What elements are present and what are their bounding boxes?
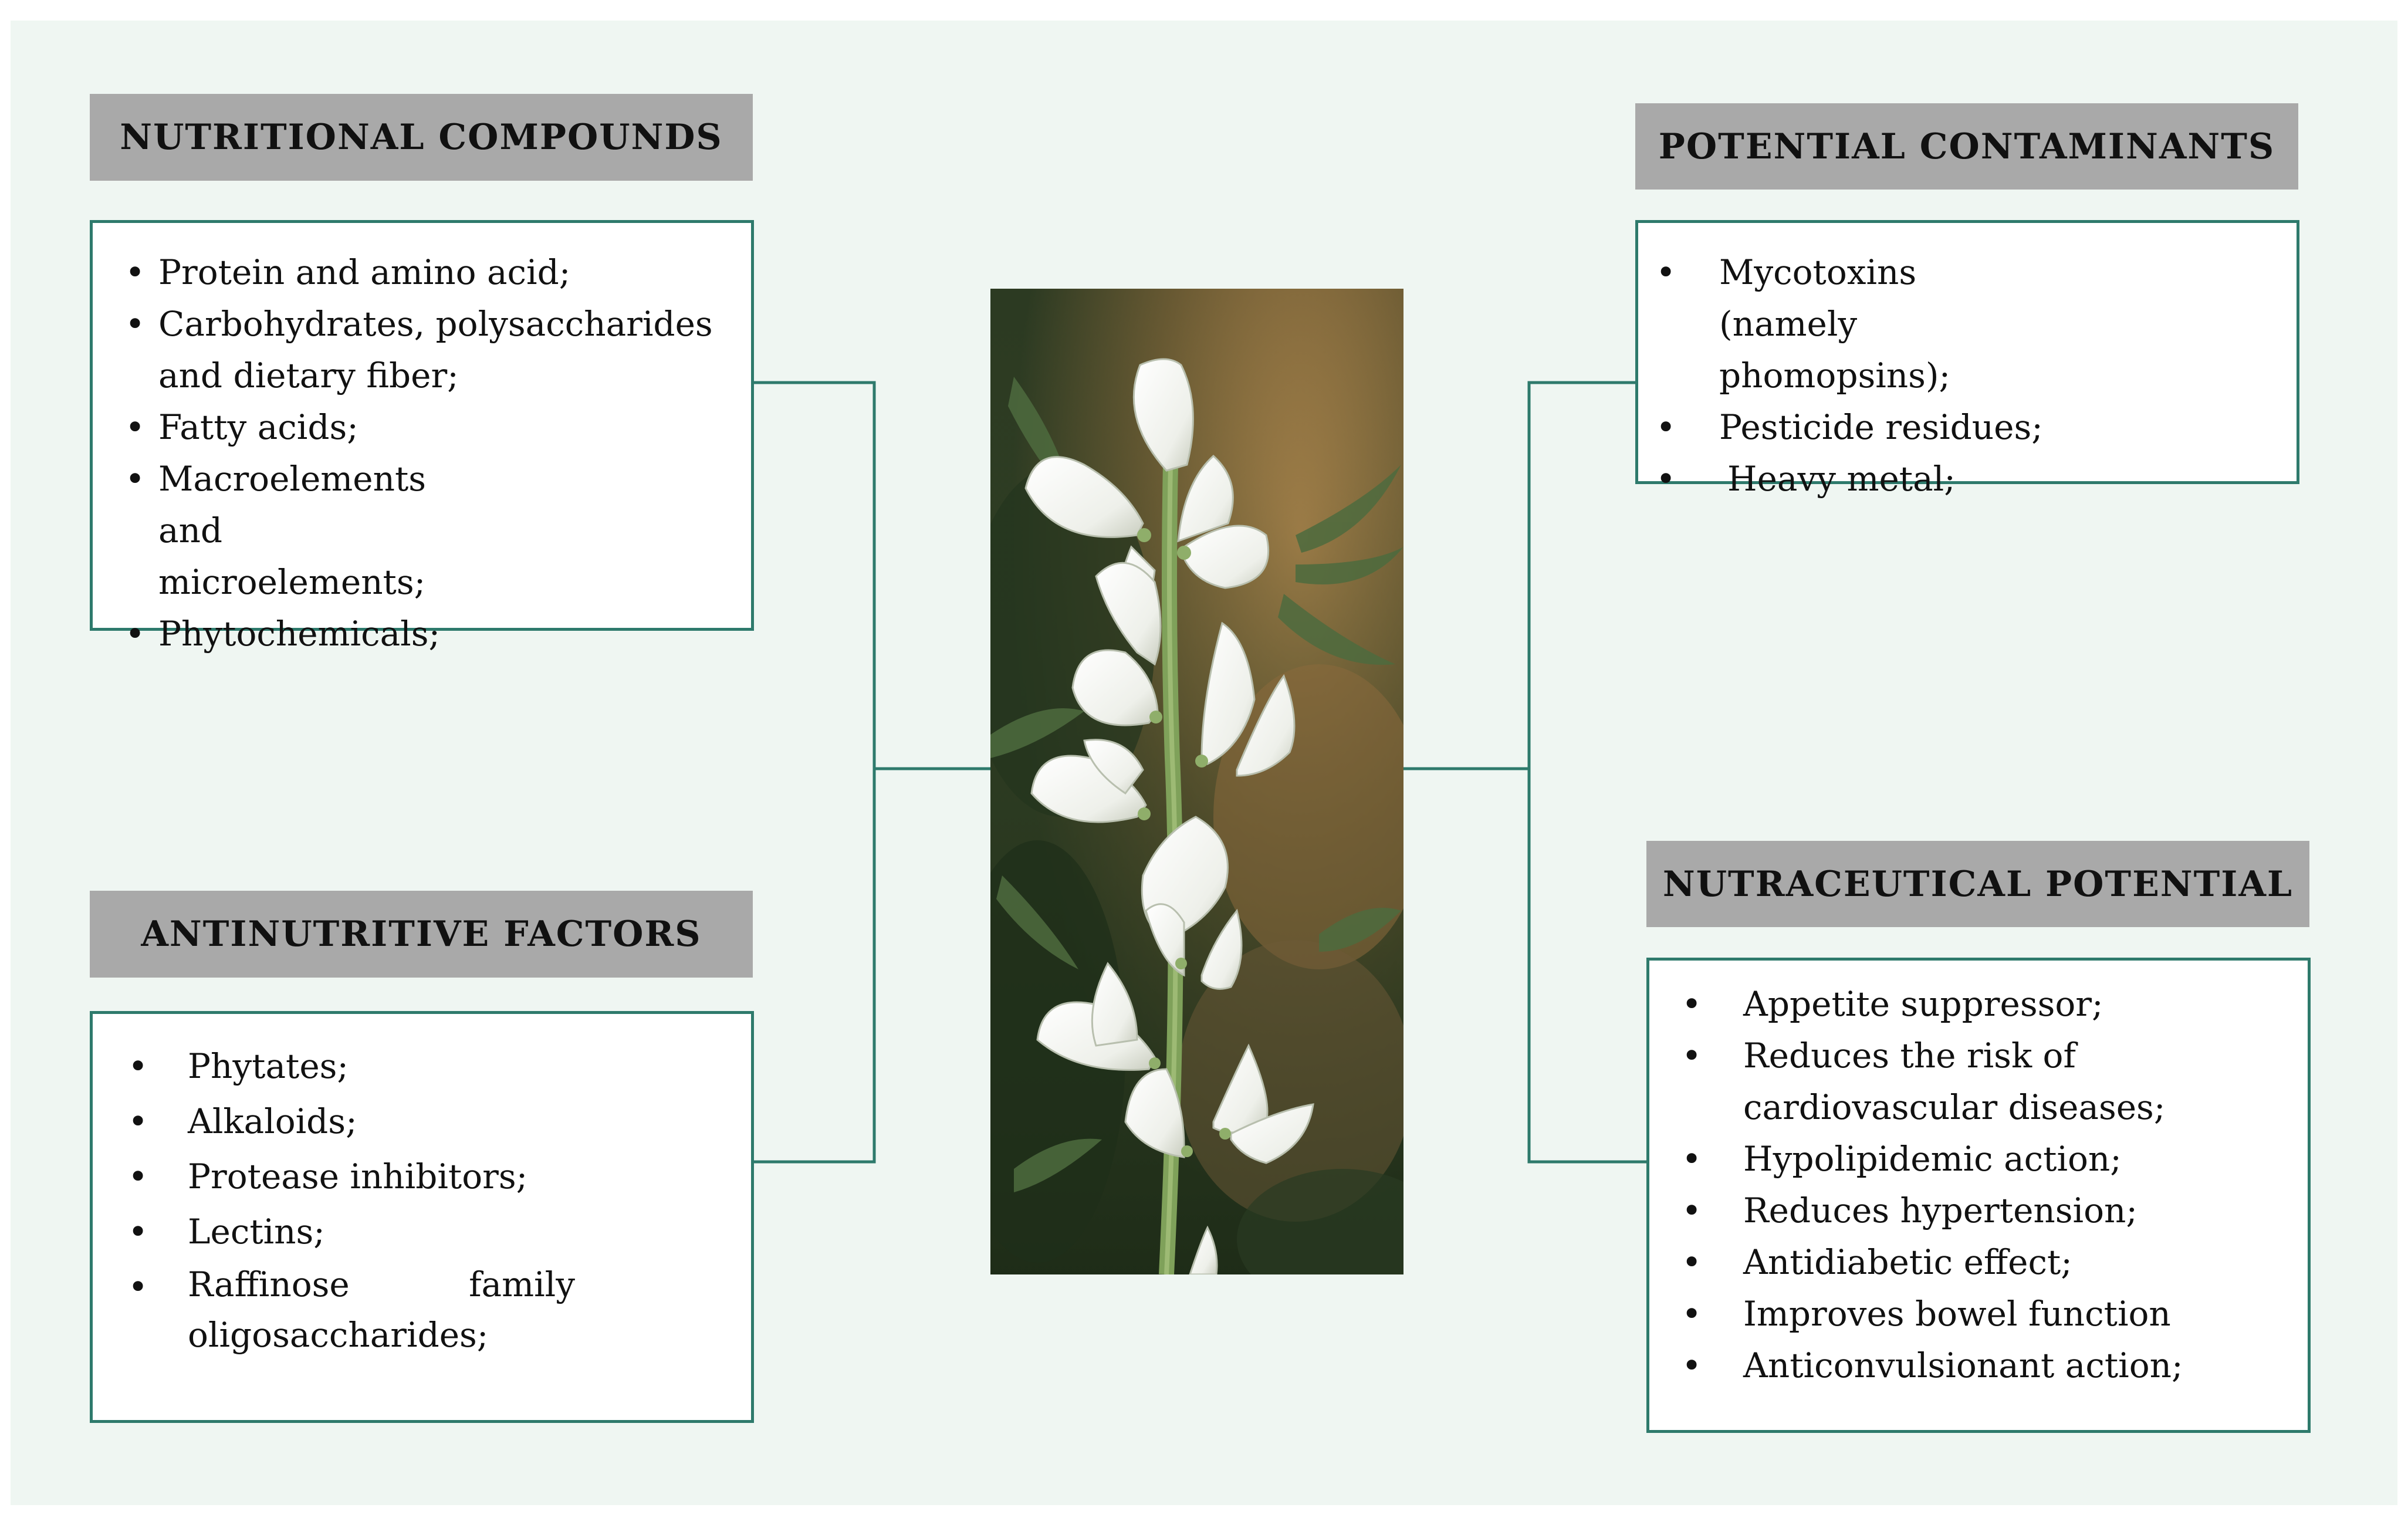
list-item: • Mycotoxins (namely phomopsins); — [1656, 246, 2024, 401]
nutritional-compounds-header: NUTRITIONAL COMPOUNDS — [90, 94, 753, 181]
bullet-dot-icon: • — [1656, 252, 1676, 292]
list-item: • Macroelements and microelements; — [125, 453, 499, 608]
nutraceutical-potential-list: • Appetite suppressor; • Reduces the ris… — [1682, 978, 2292, 1391]
list-item: • Reduces the risk of cardiovascular dis… — [1682, 1030, 2166, 1133]
antinutritive-factors-header: ANTINUTRITIVE FACTORS — [90, 891, 753, 978]
potential-contaminants-list: • Mycotoxins (namely phomopsins); • Pest… — [1656, 246, 2278, 505]
antinutritive-factors-title: ANTINUTRITIVE FACTORS — [141, 914, 702, 955]
bullet-dot-icon: • — [128, 1157, 148, 1196]
bullet-dot-icon: • — [125, 614, 146, 654]
connector-antinutritive — [753, 769, 876, 1164]
list-item: • Lectins; — [128, 1204, 732, 1259]
list-item: • Fatty acids; — [125, 401, 735, 453]
connector-contaminants — [1403, 381, 1635, 770]
bullet-dot-icon: • — [1682, 1294, 1702, 1334]
list-item: • Phytates; — [128, 1039, 732, 1094]
potential-contaminants-box: • Mycotoxins (namely phomopsins); • Pest… — [1635, 220, 2299, 499]
bullet-dot-icon: • — [125, 304, 146, 344]
nutraceutical-potential-title: NUTRACEUTICAL POTENTIAL — [1662, 863, 2294, 905]
list-item: • Antidiabetic effect; — [1682, 1236, 2292, 1288]
list-item: • Carbohydrates, polysaccharides and die… — [125, 298, 735, 401]
bullet-dot-icon: • — [1656, 459, 1676, 499]
list-item: • Reduces hypertension; — [1682, 1185, 2292, 1236]
list-item: • Heavy metal; — [1656, 453, 2278, 505]
bullet-dot-icon: • — [1682, 1036, 1702, 1076]
antinutritive-factors-list: • Phytates; • Alkaloids; • Protease inhi… — [128, 1039, 732, 1360]
list-item: • Protein and amino acid; — [125, 246, 735, 298]
nutritional-compounds-box: • Protein and amino acid; • Carbohydrate… — [90, 220, 754, 654]
bullet-dot-icon: • — [128, 1267, 148, 1307]
bullet-dot-icon: • — [1656, 407, 1676, 447]
list-item: • Raffinose family oligosaccharides; — [128, 1259, 575, 1360]
bullet-dot-icon: • — [128, 1101, 148, 1141]
flower-illustration — [990, 289, 1403, 1274]
antinutritive-factors-box: • Phytates; • Alkaloids; • Protease inhi… — [90, 1011, 754, 1423]
nutritional-compounds-list: • Protein and amino acid; • Carbohydrate… — [125, 246, 735, 660]
list-item: • Alkaloids; — [128, 1094, 732, 1149]
white-lupin-flower-photo — [990, 289, 1403, 1274]
list-item: • Appetite suppressor; — [1682, 978, 2292, 1030]
list-item: • Phytochemicals; — [125, 608, 735, 660]
bullet-dot-icon: • — [125, 252, 146, 292]
connector-nutraceutical — [1527, 769, 1646, 1164]
connector-nutritional — [753, 381, 990, 770]
bullet-dot-icon: • — [1682, 1139, 1702, 1179]
bullet-dot-icon: • — [1682, 1191, 1702, 1230]
list-item: • Anticonvulsionant action; — [1682, 1340, 2292, 1391]
list-item: • Hypolipidemic action; — [1682, 1133, 2292, 1185]
bullet-dot-icon: • — [1682, 1242, 1702, 1282]
nutraceutical-potential-header: NUTRACEUTICAL POTENTIAL — [1646, 841, 2309, 927]
nutritional-compounds-title: NUTRITIONAL COMPOUNDS — [120, 117, 723, 158]
list-item: • Pesticide residues; — [1656, 401, 2278, 453]
bullet-dot-icon: • — [128, 1046, 148, 1086]
bullet-dot-icon: • — [128, 1212, 148, 1252]
list-item: • Improves bowel function — [1682, 1288, 2292, 1340]
bullet-dot-icon: • — [125, 459, 146, 499]
list-item: • Protease inhibitors; — [128, 1149, 732, 1204]
nutraceutical-potential-box: • Appetite suppressor; • Reduces the ris… — [1646, 958, 2311, 1433]
potential-contaminants-header: POTENTIAL CONTAMINANTS — [1635, 103, 2298, 190]
potential-contaminants-title: POTENTIAL CONTAMINANTS — [1658, 126, 2275, 167]
bullet-dot-icon: • — [1682, 984, 1702, 1024]
bullet-dot-icon: • — [1682, 1345, 1702, 1385]
bullet-dot-icon: • — [125, 407, 146, 447]
